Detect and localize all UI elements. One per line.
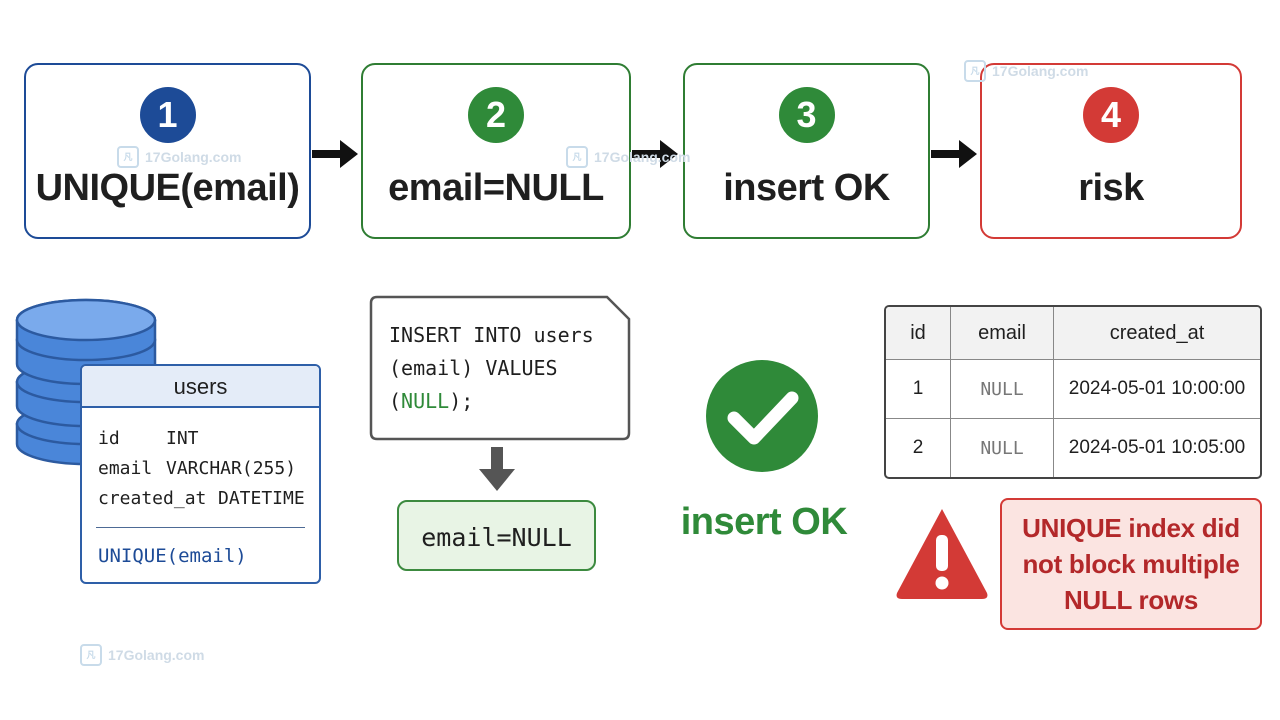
step-4-label: risk <box>1078 167 1144 209</box>
step-1-label: UNIQUE(email) <box>35 167 300 209</box>
watermark: 凡 17Golang.com <box>117 146 241 168</box>
step-3-label: insert OK <box>723 167 890 209</box>
arrow-right-icon <box>312 140 358 168</box>
email-null-box: email=NULL <box>397 500 596 571</box>
field-name: email <box>98 458 153 479</box>
table-row: 1 NULL 2024-05-01 10:00:00 <box>886 359 1260 420</box>
field-name: id <box>98 428 120 449</box>
insert-ok-label: insert OK <box>680 501 848 543</box>
field-name: created_at <box>98 488 207 509</box>
column-header: id <box>886 307 951 360</box>
field-row: created_at DATETIME <box>98 488 305 509</box>
users-table-title: users <box>82 366 319 408</box>
step-2-label: email=NULL <box>388 167 604 209</box>
result-table: id email created_at 1 NULL 2024-05-01 10… <box>884 305 1262 479</box>
sql-code: INSERT INTO users (email) VALUES (NULL); <box>389 323 594 413</box>
watermark-logo-icon: 凡 <box>80 644 102 666</box>
arrow-down-icon <box>479 447 515 491</box>
field-row: id INT <box>98 428 199 449</box>
step-1-box: 1 UNIQUE(email) <box>24 63 311 239</box>
users-table-card: users id INT email VARCHAR(255) created_… <box>80 364 321 584</box>
step-3-box: 3 insert OK <box>683 63 930 239</box>
arrow-right-icon <box>931 140 977 168</box>
field-row: email VARCHAR(255) <box>98 458 296 479</box>
field-type: INT <box>166 428 199 449</box>
arrow-right-icon <box>632 140 678 168</box>
table-cell: NULL <box>950 418 1054 477</box>
table-header-row: id email created_at <box>886 307 1260 360</box>
watermark: 凡 17Golang.com <box>80 644 204 666</box>
watermark-logo-icon: 凡 <box>566 146 588 168</box>
sql-snippet: INSERT INTO users (email) VALUES (NULL); <box>369 295 631 441</box>
table-cell: 2024-05-01 10:05:00 <box>1068 437 1246 459</box>
column-header: email <box>950 307 1054 360</box>
field-type: VARCHAR(255) <box>166 458 297 479</box>
table-cell: 2 <box>886 418 951 477</box>
divider <box>96 527 305 528</box>
warning-text: UNIQUE index did not block multiple NULL… <box>1022 513 1240 615</box>
watermark-logo-icon: 凡 <box>964 60 986 82</box>
step-4-box: 4 risk <box>980 63 1242 239</box>
table-row: 2 NULL 2024-05-01 10:05:00 <box>886 418 1260 477</box>
field-type: DATETIME <box>218 488 305 509</box>
watermark: 凡 17Golang.com <box>566 146 690 168</box>
step-2-box: 2 email=NULL <box>361 63 631 239</box>
watermark: 凡 17Golang.com <box>964 60 1088 82</box>
step-1-number: 1 <box>139 87 196 143</box>
unique-constraint: UNIQUE(email) <box>98 545 247 567</box>
watermark-logo-icon: 凡 <box>117 146 139 168</box>
column-header: created_at <box>1053 307 1260 360</box>
step-3-number: 3 <box>778 87 835 143</box>
table-cell: 1 <box>886 359 951 420</box>
step-2-number: 2 <box>468 87 524 143</box>
step-4-number: 4 <box>1083 87 1139 143</box>
warning-message-box: UNIQUE index did not block multiple NULL… <box>1000 498 1262 630</box>
document-shape <box>369 295 631 441</box>
table-cell: NULL <box>950 359 1054 420</box>
warning-triangle-icon <box>896 509 988 599</box>
table-cell: 2024-05-01 10:00:00 <box>1053 359 1260 420</box>
check-circle-icon <box>706 360 818 472</box>
